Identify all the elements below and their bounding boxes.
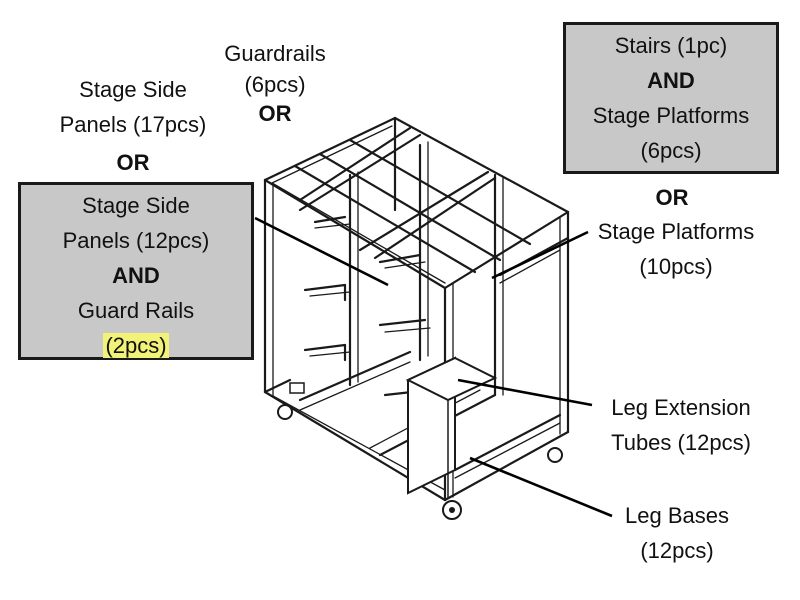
box-side-panels-line2: Panels (12pcs)	[62, 228, 210, 253]
stage-platforms-option-line2: (10pcs)	[639, 254, 713, 279]
box-and-label: AND	[112, 263, 160, 288]
guardrails-line1: Guardrails	[224, 41, 326, 66]
guardrails-line2: (6pcs)	[244, 72, 306, 97]
stairs-line: Stairs (1pc)	[614, 33, 728, 58]
leader-stage-platforms	[491, 230, 589, 280]
guardrails-label: Guardrails (6pcs) OR	[195, 36, 355, 131]
stage-platforms-qty: (6pcs)	[640, 138, 702, 163]
guardrails-or: OR	[258, 101, 292, 126]
stage-platforms-line: Stage Platforms	[592, 103, 750, 128]
stage-platforms-option-label: Stage Platforms (10pcs)	[574, 214, 778, 284]
box-side-panels-line1: Stage Side	[82, 193, 190, 218]
leg-bases-line2: (12pcs)	[640, 538, 714, 563]
side-panels-option-label: Stage Side Panels (17pcs)	[42, 72, 224, 142]
stage-platforms-option-line1: Stage Platforms	[597, 219, 755, 244]
leg-extension-line2: Tubes (12pcs)	[611, 430, 751, 455]
leg-bases-line1: Leg Bases	[625, 503, 729, 528]
leg-extension-label: Leg Extension Tubes (12pcs)	[586, 390, 776, 460]
box-guard-rails-line: Guard Rails	[77, 298, 195, 323]
leg-bases-label: Leg Bases (12pcs)	[602, 498, 752, 568]
leader-side-panels	[254, 216, 389, 287]
leg-extension-line1: Leg Extension	[611, 395, 751, 420]
leader-leg-bases	[469, 456, 613, 518]
highlighted-quantity: (2pcs)	[103, 333, 169, 358]
side-panels-line1: Stage Side	[79, 77, 187, 102]
side-panels-line2: Panels (17pcs)	[59, 112, 207, 137]
right-or-label: OR	[655, 185, 689, 210]
leg-extension-box	[405, 356, 498, 498]
stairs-platforms-box: Stairs (1pc) AND Stage Platforms (6pcs)	[563, 22, 779, 174]
side-panels-guardrails-box: Stage Side Panels (12pcs) AND Guard Rail…	[18, 182, 254, 360]
right-box-and-label: AND	[647, 68, 695, 93]
caster-wheels	[277, 382, 563, 520]
left-or-label: OR	[116, 150, 150, 175]
leader-leg-extension	[457, 378, 593, 407]
box-guard-rails-qty: (2pcs)	[21, 328, 251, 363]
